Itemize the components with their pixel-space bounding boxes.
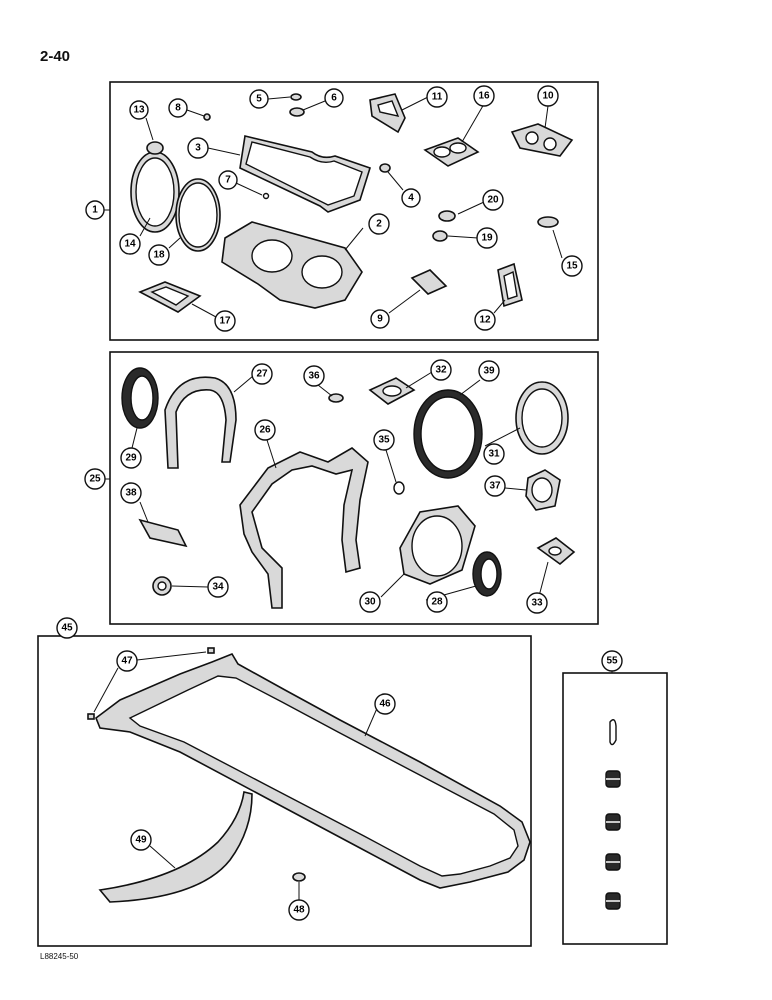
callout-45: 45 — [61, 623, 73, 634]
callout-6: 6 — [331, 93, 337, 104]
callout-25: 25 — [89, 474, 101, 485]
callout-34: 34 — [212, 582, 224, 593]
cylinder-head-gasket — [221, 221, 363, 309]
callout-28: 28 — [431, 597, 443, 608]
pad-47a — [207, 647, 215, 654]
callout-46: 46 — [379, 699, 391, 710]
callout-37: 37 — [489, 481, 501, 492]
washer-48 — [292, 872, 306, 882]
callout-33: 33 — [531, 598, 543, 609]
callout-8: 8 — [175, 103, 181, 114]
callout-55: 55 — [606, 656, 618, 667]
seal-strip-49 — [98, 791, 253, 903]
callout-29: 29 — [125, 453, 137, 464]
callout-30: 30 — [364, 597, 376, 608]
callout-14: 14 — [124, 239, 136, 250]
callout-4: 4 — [408, 193, 414, 204]
callout-11: 11 — [432, 92, 443, 103]
callout-19: 19 — [481, 233, 493, 244]
washer-36 — [328, 393, 344, 403]
callout-9: 9 — [377, 314, 383, 325]
callout-15: 15 — [566, 261, 578, 272]
callout-32: 32 — [435, 365, 447, 376]
callout-3: 3 — [195, 143, 201, 154]
kit-25-box — [109, 351, 599, 625]
callout-10: 10 — [542, 91, 554, 102]
page-number: 2-40 — [40, 48, 71, 65]
gasket-15 — [537, 216, 559, 228]
o-ring-35 — [393, 481, 405, 495]
timing-cover-gasket-26 — [239, 447, 369, 609]
washer-5 — [290, 93, 302, 101]
callout-26: 26 — [259, 425, 271, 436]
callout-16: 16 — [478, 91, 490, 102]
callout-20: 20 — [487, 195, 499, 206]
pad-47b — [87, 713, 95, 720]
gasket-38 — [138, 518, 188, 548]
gasket-27 — [164, 376, 237, 469]
gasket-9 — [410, 269, 448, 295]
callout-35: 35 — [378, 435, 390, 446]
callout-17: 17 — [219, 316, 231, 327]
callout-12: 12 — [479, 315, 491, 326]
callout-18: 18 — [153, 250, 165, 261]
callout-13: 13 — [133, 105, 145, 116]
callout-38: 38 — [125, 488, 137, 499]
callout-47: 47 — [121, 656, 133, 667]
callout-5: 5 — [256, 94, 262, 105]
callout-1: 1 — [92, 205, 98, 216]
valve-seals-55 — [605, 770, 621, 910]
callout-7: 7 — [225, 175, 231, 186]
kit-1-box — [109, 81, 599, 341]
callout-36: 36 — [308, 371, 320, 382]
washer-4 — [379, 163, 391, 173]
seal-20 — [438, 210, 456, 222]
callout-27: 27 — [256, 369, 268, 380]
figure-code: L88245-50 — [40, 952, 79, 961]
callout-2: 2 — [376, 219, 382, 230]
seal-19 — [432, 230, 448, 242]
kit-45-box — [37, 635, 532, 947]
callout-49: 49 — [135, 835, 147, 846]
washer-6 — [289, 107, 305, 117]
washer-13 — [146, 141, 164, 155]
clip-55 — [609, 719, 617, 746]
gasket-16 — [423, 137, 480, 167]
o-ring-7 — [262, 192, 270, 200]
gasket-10 — [510, 123, 574, 157]
callout-48: 48 — [293, 905, 305, 916]
o-ring-8 — [203, 113, 211, 121]
callout-31: 31 — [488, 449, 500, 460]
callout-39: 39 — [483, 366, 495, 377]
kit-55-box — [562, 672, 668, 945]
